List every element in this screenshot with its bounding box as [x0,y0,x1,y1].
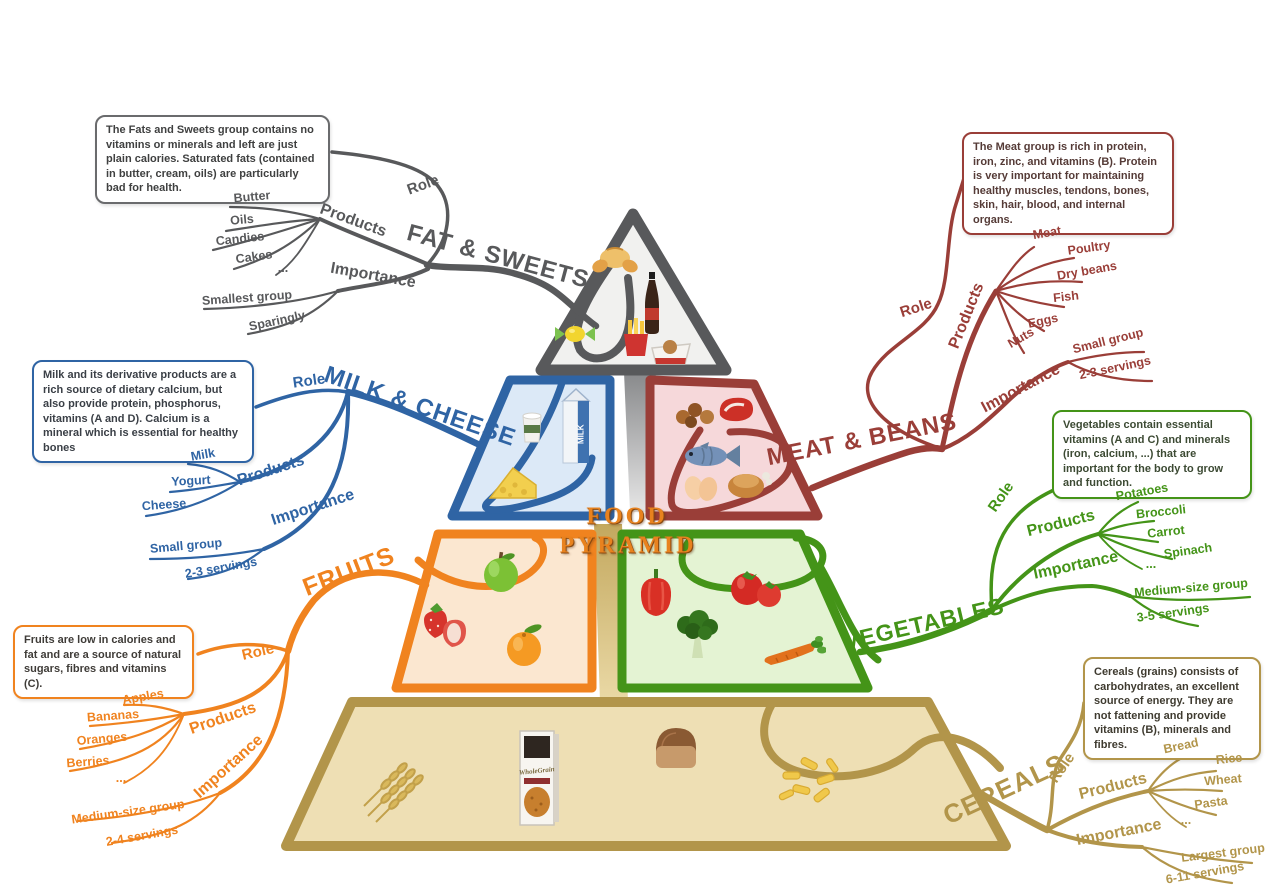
branch-fruits [68,569,430,845]
note-fat-sweets[interactable]: The Fats and Sweets group contains no vi… [95,115,330,204]
apple-icon [484,551,518,592]
burger-icon [651,340,691,365]
leaf-meat-product-fish[interactable]: Fish [1052,288,1080,306]
pasta-icon [778,757,839,803]
bell-pepper-icon [640,569,672,616]
wheat-icon [363,762,424,823]
eggs-icon [684,476,718,501]
note-cereals[interactable]: Cereals (grains) consists of carbohydrat… [1083,657,1261,761]
branch-cereals [974,701,1254,885]
fish-icon [685,442,740,467]
nuts-icon [676,403,714,428]
map-title-line1: FOOD [586,503,668,530]
strawberries-icon [424,603,466,647]
grain-box-label: WholeGrain [519,765,556,777]
branch-meat-beans [808,170,1154,492]
leaf-fruit-product-berries[interactable]: Berries [65,753,110,771]
note-milk-cheese[interactable]: Milk and its derivative products are a r… [32,360,254,464]
fries-icon [624,318,648,356]
milk-carton-label: MILK [577,424,586,444]
leaf-fat-product-butter[interactable]: Butter [233,188,271,206]
subtopic-milk-role[interactable]: Role [291,370,327,392]
leaf-cereal-product-wheat[interactable]: Wheat [1203,771,1243,789]
branch-vegetables [856,487,1252,656]
poultry-icon [728,472,772,498]
broccoli-icon [677,610,718,658]
leaf-fat-product-oils[interactable]: Oils [229,211,255,228]
cheese-icon [488,466,537,499]
note-fruits[interactable]: Fruits are low in calories and fat and a… [13,625,194,700]
soda-bottle-icon [645,272,659,334]
whole-grain-box-icon: WholeGrain [519,730,559,826]
pyramid-fat-sweets-section [535,208,732,376]
yogurt-cup-icon [522,412,542,443]
croissant-icon [592,247,638,273]
branch-fat-sweets [202,150,600,336]
leaf-veg-product-more[interactable]: ... [1145,556,1157,571]
bread-icon [656,728,696,768]
tomatoes-icon [731,571,781,607]
note-meat-beans[interactable]: The Meat group is rich in protein, iron,… [962,132,1174,236]
orange-icon [507,624,542,666]
carrot-icon [764,636,826,665]
pyramid-fruits-section [391,529,597,693]
leaf-cereal-product-more[interactable]: ... [1180,812,1192,827]
pyramid-cereals-section [281,697,1011,851]
leaf-fat-product-more[interactable]: ... [277,260,289,275]
milk-carton-icon: MILK [561,387,591,464]
leaf-milk-product-yogurt[interactable]: Yogurt [170,472,211,489]
map-title-line2: PYRAMID [559,532,697,559]
leaf-cereal-product-rice[interactable]: Rice [1215,750,1243,768]
red-meat-icon [719,397,754,422]
leaf-milk-product-cheese[interactable]: Cheese [141,496,187,514]
leaf-fruit-product-more[interactable]: ... [115,770,127,785]
note-vegetables[interactable]: Vegetables contain essential vitamins (A… [1052,410,1252,499]
branch-milk-cheese [144,388,486,581]
candy-icon [555,326,595,342]
